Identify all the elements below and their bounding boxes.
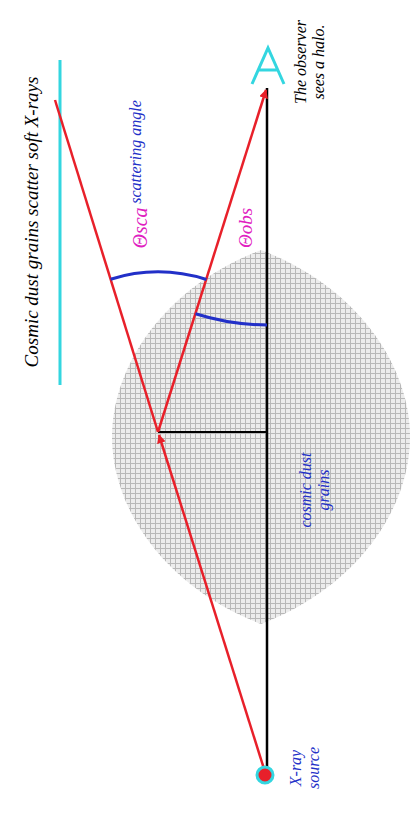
extension-ray: [55, 100, 158, 432]
angle-label: scattering angle: [127, 100, 145, 204]
dust-cloud: cosmic dust grains: [110, 248, 412, 626]
cloud-label: cosmic dust grains: [297, 440, 334, 540]
perpendicular-line: [158, 431, 267, 433]
diagram-title: Cosmic dust grains scatter soft X-rays: [21, 77, 43, 368]
xray-source-dot: [257, 767, 273, 783]
scattering-angle-arc: [111, 272, 207, 279]
theta-obs-label: Θobs: [235, 208, 257, 248]
observer-icon: [252, 48, 284, 84]
dust-cloud-shape: [110, 248, 412, 626]
dust-cloud-outline: [112, 250, 410, 624]
observer-note: The observer sees a halo.: [292, 6, 329, 118]
theta-sca-label: Θsca: [129, 207, 152, 248]
source-label: X-ray source: [287, 738, 324, 798]
